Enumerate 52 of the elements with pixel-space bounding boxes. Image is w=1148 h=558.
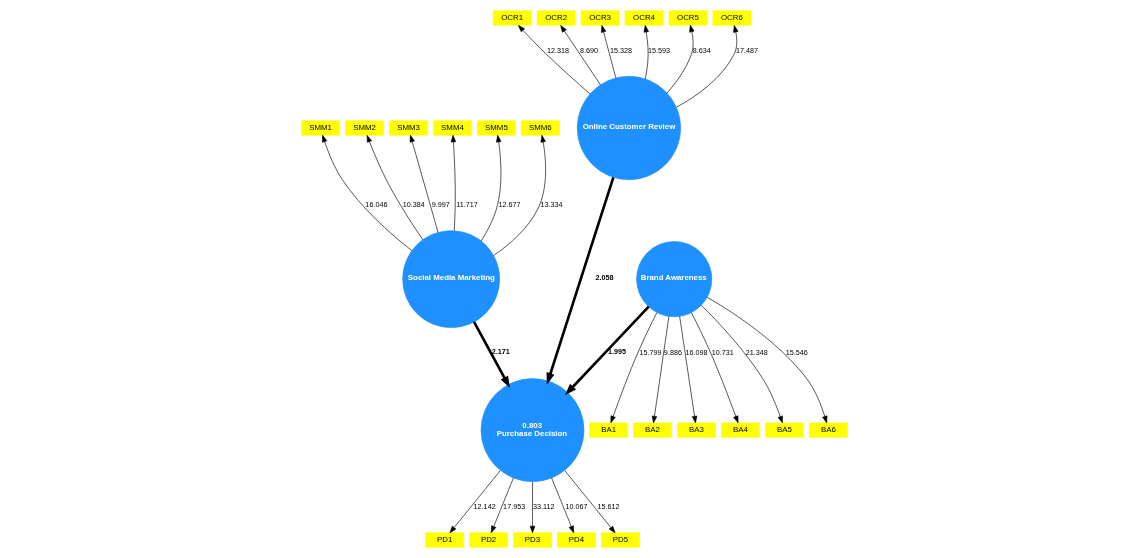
edge-label: 2.058 <box>594 273 614 283</box>
edge-label: 9.886 <box>663 347 682 357</box>
arrow <box>706 296 827 424</box>
arrow <box>321 135 412 251</box>
edge-label: 10.731 <box>711 347 734 357</box>
arrow <box>366 135 423 241</box>
arrow <box>449 470 501 534</box>
edge-label: 9.997 <box>431 200 450 210</box>
arrow <box>450 135 456 232</box>
arrow <box>564 305 650 396</box>
arrow <box>666 24 694 94</box>
arrow <box>559 25 601 86</box>
edge-label: 12.142 <box>473 502 496 512</box>
edge-label: 17.953 <box>502 502 525 512</box>
edge-label: 10.384 <box>402 200 425 210</box>
arrow <box>651 316 669 424</box>
edge-label: 15.799 <box>639 347 662 357</box>
edge-label: 2.171 <box>491 347 510 357</box>
arrow <box>610 312 657 423</box>
arrow <box>546 176 615 385</box>
edge-label: 15.328 <box>609 45 632 55</box>
edge-label: 15.612 <box>597 502 620 512</box>
arrow <box>550 477 574 533</box>
arrow <box>409 134 438 233</box>
arrow <box>675 25 738 108</box>
arrow <box>492 135 546 256</box>
arrow <box>643 25 649 80</box>
edge-label: 16.098 <box>684 347 708 357</box>
arrow <box>490 477 514 533</box>
arrow <box>517 25 590 95</box>
arrow <box>563 470 615 534</box>
edge-label: 8.634 <box>692 45 711 55</box>
edge-label: 12.677 <box>498 200 521 210</box>
edge-label: 17.487 <box>735 45 758 55</box>
edge-label: 12.318 <box>546 45 569 55</box>
edge-label: 15.546 <box>785 347 808 357</box>
arrow <box>480 135 501 242</box>
edge-label: 16.046 <box>364 200 387 210</box>
arrow <box>529 481 535 534</box>
arrow <box>678 316 697 424</box>
edge-label: 13.334 <box>540 200 563 210</box>
edge-label: 11.717 <box>455 200 478 210</box>
arrow <box>600 25 616 79</box>
edge-label: 1.995 <box>607 347 626 357</box>
edge-label: 10.067 <box>564 502 587 512</box>
edge-label: 8.690 <box>579 45 598 55</box>
arrow <box>700 304 783 424</box>
edge-label: 21.348 <box>745 347 768 357</box>
arrow <box>472 321 510 388</box>
edge-label: 15.593 <box>647 45 670 55</box>
edge-label: 33.112 <box>532 502 554 512</box>
arrow <box>690 312 738 424</box>
